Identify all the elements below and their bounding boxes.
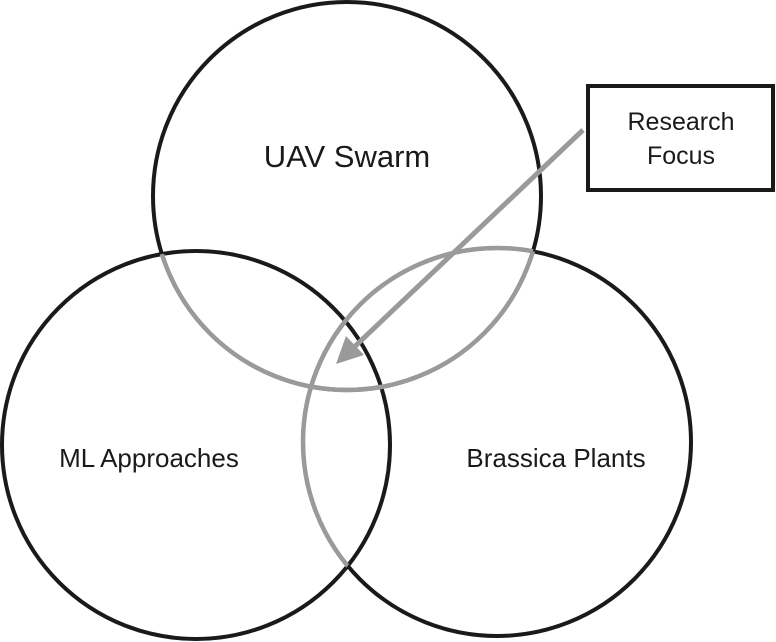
callout-line-1: Research xyxy=(628,108,735,136)
overlap-boundaries xyxy=(150,245,544,639)
callout-arrow xyxy=(336,128,585,364)
callout-box xyxy=(586,84,775,192)
callout-line-2: Focus xyxy=(647,142,715,170)
label-ml-approaches: ML Approaches xyxy=(59,443,239,473)
research-focus-callout: Research Focus xyxy=(586,84,775,192)
circle-ml-approaches xyxy=(0,249,392,641)
label-uav-swarm: UAV Swarm xyxy=(264,139,431,174)
label-brassica-plants: Brassica Plants xyxy=(466,443,645,473)
